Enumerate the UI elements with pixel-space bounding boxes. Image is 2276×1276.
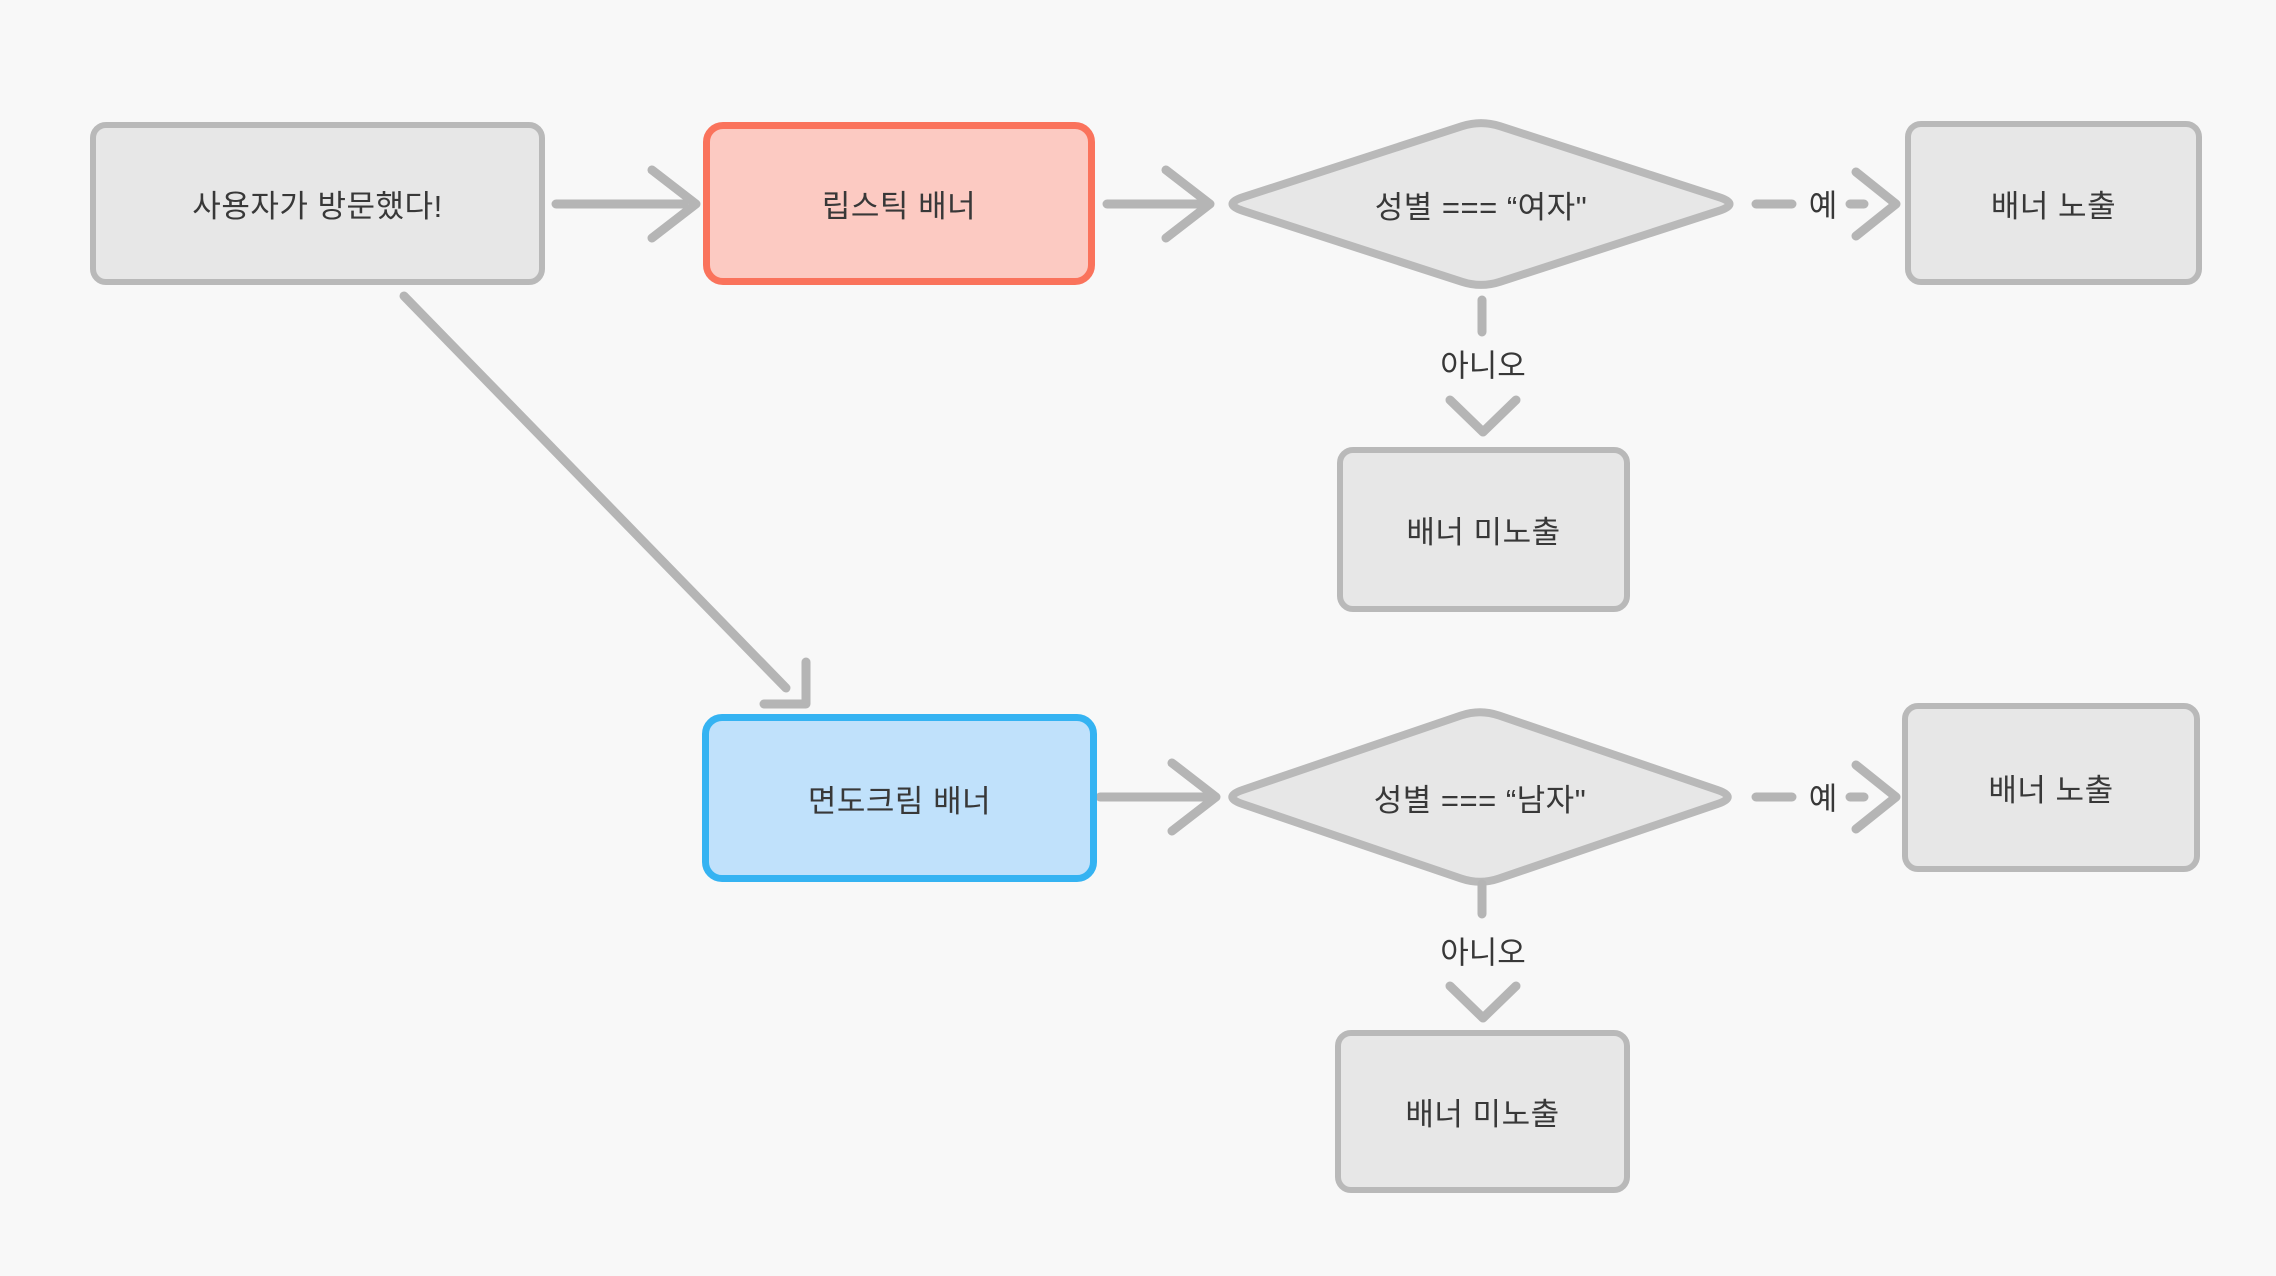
shaving-cream-banner-node[interactable]: 면도크림 배너 (702, 714, 1097, 882)
edge-label-yes-2: 예 (1808, 781, 1838, 817)
lipstick-banner-node[interactable]: 립스틱 배너 (703, 122, 1095, 285)
banner-shown-node-1[interactable]: 배너 노출 (1905, 121, 2202, 285)
start-node[interactable]: 사용자가 방문했다! (90, 122, 545, 285)
lipstick-banner-label: 립스틱 배너 (821, 189, 977, 224)
banner-shown-node-2[interactable]: 배너 노출 (1902, 703, 2200, 872)
arrow-shaving-to-male-decision (1095, 758, 1221, 836)
banner-shown-label-1: 배너 노출 (1990, 188, 2117, 224)
edge-label-no-1: 아니오 (1440, 348, 1526, 384)
gender-male-decision-shape[interactable] (1228, 708, 1732, 886)
banner-hidden-node-1[interactable]: 배너 미노출 (1337, 447, 1630, 612)
gender-female-decision-shape[interactable] (1228, 119, 1734, 289)
shaving-cream-banner-label: 면도크림 배너 (807, 783, 992, 819)
banner-hidden-label-1: 배너 미노출 (1406, 515, 1561, 550)
arrow-female-yes-to-banner-shown (1751, 167, 1901, 241)
banner-hidden-node-2[interactable]: 배너 미노출 (1335, 1030, 1630, 1193)
banner-hidden-label-2: 배너 미노출 (1405, 1097, 1560, 1132)
banner-shown-label-2: 배너 노출 (1988, 773, 2114, 808)
arrow-start-to-shaving-cream (399, 291, 811, 709)
start-node-label: 사용자가 방문했다! (192, 189, 443, 224)
arrow-male-yes-to-banner-shown (1751, 760, 1901, 834)
edge-label-no-2: 아니오 (1440, 935, 1526, 971)
arrow-female-no-to-banner-hidden (1445, 295, 1521, 437)
arrow-start-to-lipstick (551, 165, 701, 243)
arrow-lipstick-to-female-decision (1102, 165, 1215, 243)
edge-label-yes-1: 예 (1808, 188, 1838, 224)
arrow-male-no-to-banner-hidden (1445, 879, 1521, 1023)
